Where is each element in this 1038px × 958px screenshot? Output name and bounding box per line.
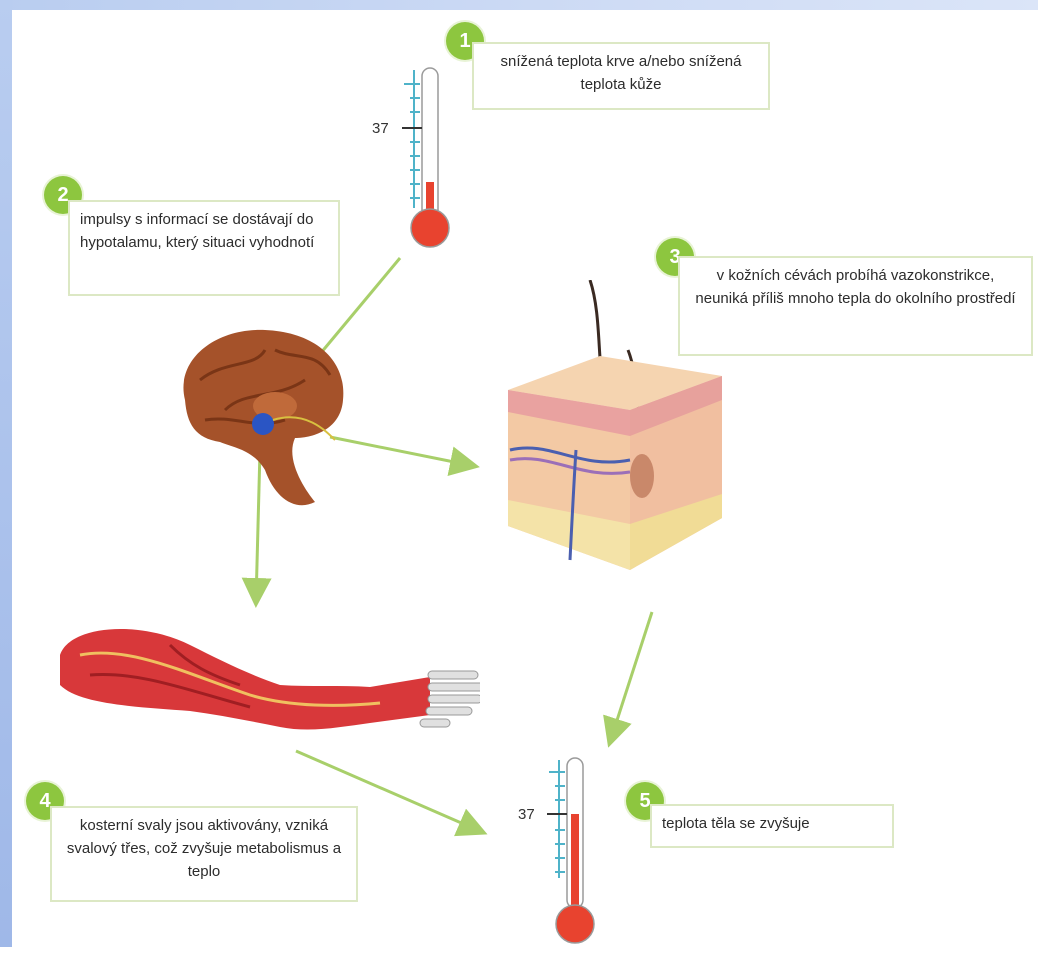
- step-description: snížená teplota krve a/nebo snížená tepl…: [472, 42, 770, 110]
- step-description: v kožních cévách probíhá vazokonstrikce,…: [678, 256, 1033, 356]
- brain-icon: [165, 320, 355, 520]
- arm-muscles-icon: [50, 615, 480, 755]
- thermometer-low-icon: [380, 28, 470, 258]
- thermometer-mark-37: 37: [372, 120, 389, 137]
- step-description: kosterní svaly jsou aktivovány, vzniká s…: [50, 806, 358, 902]
- arrow-skin-to-thermometer: [610, 612, 652, 742]
- thermometer-high-icon: [525, 748, 615, 958]
- step-description: teplota těla se zvyšuje: [650, 804, 894, 848]
- thermometer-mark-37: 37: [518, 806, 535, 823]
- step-description: impulsy s informací se dostávají do hypo…: [68, 200, 340, 296]
